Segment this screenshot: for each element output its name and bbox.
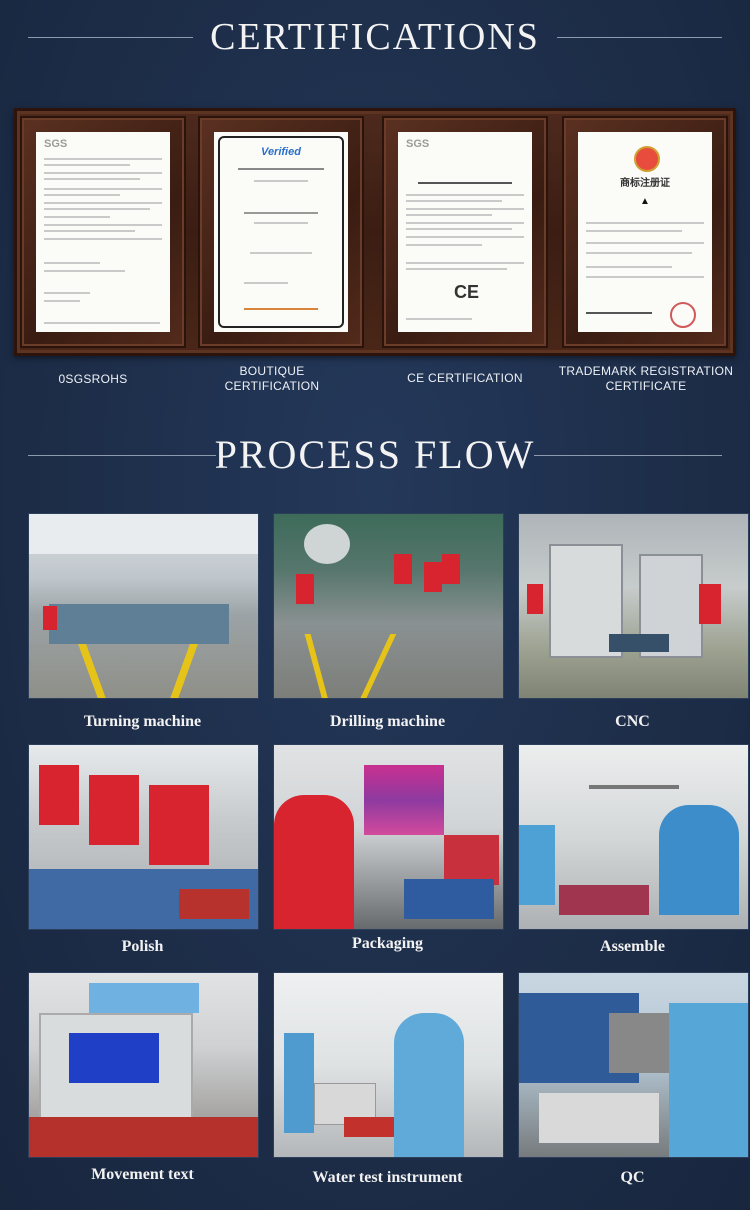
heading-rule-left [28, 455, 216, 456]
cert-label-boutique: BOUTIQUE CERTIFICATION [224, 364, 320, 393]
trademark-title: 商标注册证 [620, 178, 670, 189]
photo-packaging [273, 744, 504, 930]
caption-cnc: CNC [615, 713, 650, 730]
sgs-logo: SGS [406, 138, 430, 150]
national-emblem-icon [634, 146, 660, 172]
certificate-frames: SGS Verified SGS [14, 108, 736, 356]
certificate-frame-ce: SGS C​E [382, 116, 548, 348]
caption-drilling-machine: Drilling machine [329, 713, 446, 730]
heading-rule-right [557, 37, 722, 38]
cert-label-ce: CE CERTIFICATION [407, 371, 523, 385]
official-seal-icon [670, 302, 696, 328]
certificate-frame-boutique: Verified [198, 116, 364, 348]
caption-turning-machine: Turning machine [83, 713, 202, 730]
photo-turning-machine [28, 513, 259, 699]
sgs-logo: SGS [44, 138, 68, 150]
photo-qc [518, 972, 749, 1158]
process-flow-heading-block: PROCESS FLOW [0, 430, 750, 480]
certificate-document-sgs-rohs: SGS [36, 132, 170, 332]
photo-assemble [518, 744, 749, 930]
photo-movement-text [28, 972, 259, 1158]
caption-water-test-instrument: Water test instrument [312, 1169, 463, 1186]
certificate-document-ce: SGS C​E [398, 132, 532, 332]
brand-logo-icon: ▲ [640, 196, 650, 207]
caption-qc: QC [620, 1169, 645, 1186]
process-flow-heading: PROCESS FLOW [214, 432, 536, 477]
heading-rule-left [28, 37, 193, 38]
certifications-heading: CERTIFICATIONS [210, 16, 540, 58]
certificate-document-trademark: 商标注册证 ▲ [578, 132, 712, 332]
caption-packaging: Packaging [351, 935, 424, 952]
cert-label-sgs-rohs: 0SGSROHS [58, 372, 128, 386]
photo-drilling-machine [273, 513, 504, 699]
caption-assemble: Assemble [600, 938, 665, 955]
ce-mark-icon: C​E [454, 282, 480, 302]
cert-label-trademark: TRADEMARK REGISTRATION CERTIFICATE [558, 364, 734, 393]
heading-rule-right [534, 455, 722, 456]
certifications-heading-block: CERTIFICATIONS [0, 14, 750, 60]
certificate-document-boutique: Verified [214, 132, 348, 332]
certificate-frame-sgs-rohs: SGS [20, 116, 186, 348]
caption-polish: Polish [121, 938, 164, 955]
photo-cnc [518, 513, 749, 699]
verified-logo: Verified [261, 146, 301, 158]
photo-polish [28, 744, 259, 930]
caption-movement-text: Movement text [91, 1166, 194, 1183]
photo-water-test-instrument [273, 972, 504, 1158]
certificate-frame-trademark: 商标注册证 ▲ [562, 116, 728, 348]
